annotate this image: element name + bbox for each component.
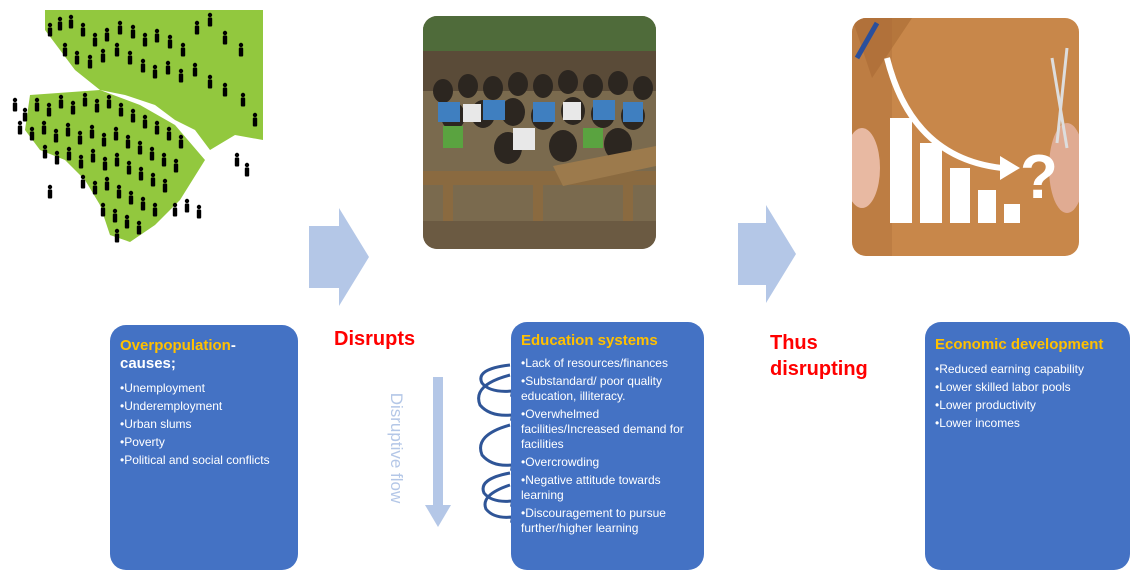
list-item: Lower skilled labor pools <box>935 380 1120 395</box>
thus-disrupting-line-2: disrupting <box>770 358 868 380</box>
overpopulation-box: Overpopulation- causes; Unemployment Und… <box>110 325 298 570</box>
overpopulation-cause-list: Unemployment Underemployment Urban slums… <box>120 381 288 468</box>
list-item: Lower productivity <box>935 398 1120 413</box>
down-arrow-icon <box>425 377 451 527</box>
economic-impact-list: Reduced earning capability Lower skilled… <box>935 362 1120 431</box>
list-item: Substandard/ poor quality education, ill… <box>521 374 694 404</box>
economic-decline-image: ? <box>852 18 1079 256</box>
list-item: Poverty <box>120 435 288 450</box>
right-arrow-icon <box>309 208 369 306</box>
thus-disrupting-label: Thus disrupting <box>770 330 868 382</box>
education-systems-title: Education systems <box>521 332 658 349</box>
education-systems-box: Education systems Lack of resources/fina… <box>511 322 704 570</box>
thus-disrupting-line-1: Thus <box>770 332 818 354</box>
svg-text:?: ? <box>1020 143 1058 212</box>
list-item: Political and social conflicts <box>120 453 288 468</box>
disrupts-label: Disrupts <box>334 328 416 350</box>
list-item: Overcrowding <box>521 455 694 470</box>
list-item: Negative attitude towards learning <box>521 473 694 503</box>
overpopulation-title: Overpopulation <box>120 337 231 354</box>
overpopulation-map-image <box>5 10 263 248</box>
classroom-photo <box>423 16 656 249</box>
list-item: Overwhelmed facilities/Increased demand … <box>521 407 694 452</box>
economic-development-box: Economic development Reduced earning cap… <box>925 322 1130 570</box>
list-item: Urban slums <box>120 417 288 432</box>
list-item: Discouragement to pursue further/higher … <box>521 506 694 536</box>
overpopulation-subtitle: causes; <box>120 355 176 372</box>
overpopulation-title-dash: - <box>230 337 236 354</box>
education-impact-list: Lack of resources/finances Substandard/ … <box>521 356 694 536</box>
right-arrow-icon <box>738 205 796 303</box>
list-item: Lower incomes <box>935 416 1120 431</box>
overpopulation-heading: Overpopulation- <box>120 337 288 355</box>
disruptive-flow-label: Disruptive flow <box>387 392 406 504</box>
list-item: Unemployment <box>120 381 288 396</box>
list-item: Lack of resources/finances <box>521 356 694 371</box>
list-item: Underemployment <box>120 399 288 414</box>
economic-development-title: Economic development <box>935 336 1104 353</box>
list-item: Reduced earning capability <box>935 362 1120 377</box>
